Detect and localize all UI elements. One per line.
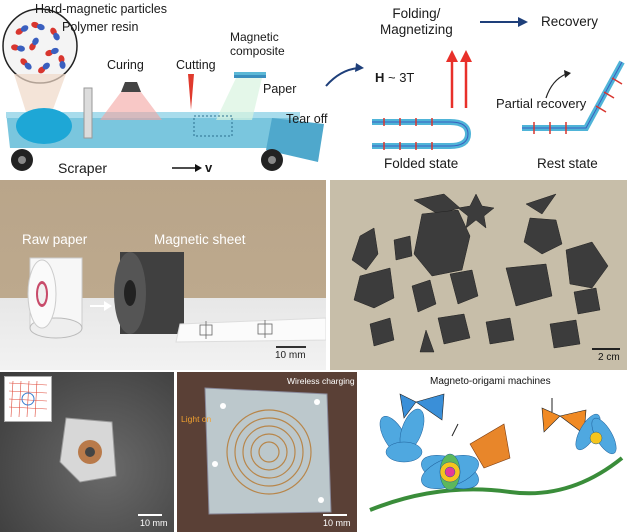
scraper-label: Scraper	[58, 160, 108, 176]
scale-bar	[592, 348, 620, 350]
recovery-label: Recovery	[541, 14, 599, 29]
origami-drawing	[351, 193, 609, 353]
paper-rolls-photo: Raw paper Magnetic sheet 10 mm	[0, 180, 326, 370]
origami-collection-photo: 2 cm	[330, 180, 627, 370]
scale-bar	[138, 514, 162, 516]
scale-bar	[276, 346, 306, 348]
paper-label: Paper	[263, 82, 297, 96]
inset-grid	[8, 380, 48, 418]
folding-label: Folding/ Magnetizing	[380, 6, 453, 37]
wireless-charging-photo: Wireless charging Light on 10 mm	[177, 372, 357, 532]
scale-label: 10 mm	[275, 350, 306, 361]
scale-label: 10 mm	[140, 518, 168, 528]
scale-bar	[323, 514, 347, 516]
charging-drawing	[204, 387, 332, 515]
composite-label: Magnetic composite	[230, 30, 285, 58]
wireless-label: Wireless charging	[287, 376, 355, 386]
scale-label: 10 mm	[323, 518, 351, 528]
resin-label: Polymer resin	[62, 20, 139, 34]
particles-label: Hard-magnetic particles	[35, 2, 167, 16]
fabrication-drawing	[2, 8, 625, 172]
rolls-drawing	[27, 252, 326, 343]
machines-title: Magneto-origami machines	[430, 376, 551, 387]
curing-label: Curing	[107, 58, 144, 72]
fabrication-schematic: Hard-magnetic particles Polymer resin Cu…	[0, 0, 627, 178]
folded-strip	[372, 118, 472, 150]
folded-device-drawing	[59, 417, 117, 483]
cutting-label: Cutting	[176, 58, 216, 72]
magnetic-sheet-label: Magnetic sheet	[154, 232, 246, 247]
partial-recovery-label: Partial recovery	[496, 96, 587, 111]
field-value: ~ 3T	[384, 70, 415, 85]
light-label: Light on	[181, 414, 212, 424]
folded-device-photo: 10 mm	[0, 372, 174, 532]
folded-state-label: Folded state	[384, 156, 459, 171]
rest-state-label: Rest state	[537, 156, 598, 171]
field-label: H ~ 3T	[375, 70, 414, 85]
scale-label: 2 cm	[598, 352, 620, 363]
velocity-label: v	[205, 160, 213, 175]
field-symbol: H	[375, 70, 385, 85]
rest-strip	[522, 60, 625, 134]
raw-paper-label: Raw paper	[22, 232, 88, 247]
tear-off-label: Tear off	[286, 112, 328, 126]
magnetic-particles	[11, 21, 66, 74]
machines-drawing	[369, 393, 624, 512]
inset-diagram	[4, 376, 52, 422]
magneto-origami-illustration: Magneto-origami machines	[360, 372, 627, 532]
